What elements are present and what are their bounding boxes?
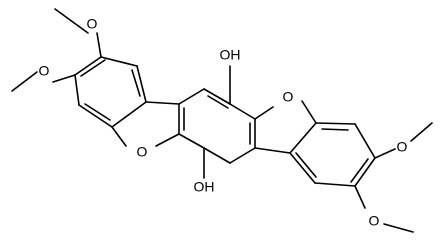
methoxy-oxygen-top-left-lower: O — [39, 63, 50, 79]
methoxy-oxygen-bottom-right-lower: O — [369, 213, 380, 229]
ring-oxygen-right-label: O — [283, 89, 294, 105]
methoxy-oxygen-bottom-right-upper: O — [397, 139, 408, 155]
atom-labels: OH OH O O O O O O — [39, 16, 408, 229]
ring-oxygen-left-label: O — [137, 144, 148, 160]
hydroxyl-bottom-label: OH — [194, 179, 215, 195]
hydroxyl-top-label: OH — [220, 47, 241, 63]
bond-lines — [11, 8, 433, 233]
methoxy-oxygen-top-left-upper: O — [87, 16, 98, 32]
